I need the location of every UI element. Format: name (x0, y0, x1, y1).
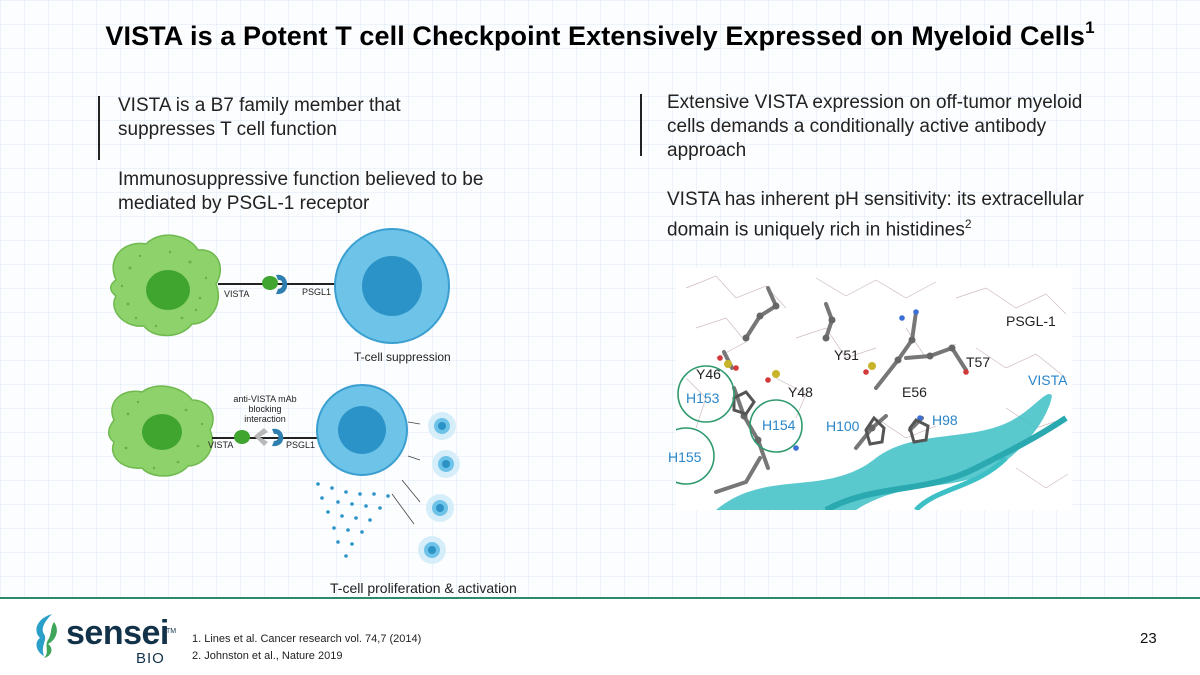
left-para-1: VISTA is a B7 family member that suppres… (118, 95, 401, 140)
mab-label-line-2: blocking (248, 404, 282, 414)
right-para-2: VISTA has inherent pH sensitivity: its e… (667, 188, 1107, 242)
psgl1-label-bottom: PSGL1 (286, 440, 316, 450)
slide-title-sup: 1 (1085, 18, 1095, 37)
vista-structure-label: VISTA (1028, 372, 1068, 388)
left-divider (98, 96, 100, 160)
y46-label: Y46 (696, 366, 721, 382)
e56-label: E56 (902, 384, 927, 400)
footer-background (0, 599, 1200, 675)
y51-label: Y51 (834, 347, 859, 363)
right-divider (640, 94, 642, 156)
psgl1-label-top: PSGL1 (302, 287, 332, 297)
slide-title: VISTA is a Potent T cell Checkpoint Exte… (0, 18, 1200, 52)
vista-label-bottom: VISTA (208, 440, 234, 450)
structure-panel (676, 268, 1072, 510)
right-para-1: Extensive VISTA expression on off-tumor … (667, 92, 1083, 161)
page-number: 23 (1140, 630, 1157, 647)
right-para-2-text: VISTA has inherent pH sensitivity: its e… (667, 189, 1084, 241)
brand-sub: BIO (136, 650, 165, 667)
suppression-diagram (110, 228, 450, 344)
brand-name: sensei (66, 614, 169, 652)
t57-label: T57 (966, 354, 991, 370)
footer-divider (0, 597, 1200, 599)
h155-label: H155 (668, 449, 702, 465)
mab-label-line-3: interaction (244, 414, 286, 424)
activation-caption: T-cell proliferation & activation (330, 580, 517, 596)
h153-label: H153 (686, 390, 720, 406)
slide-title-text: VISTA is a Potent T cell Checkpoint Exte… (105, 21, 1086, 51)
h100-label: H100 (826, 418, 860, 434)
anti-vista-mab-label: anti-VISTA mAb blocking interaction (230, 394, 300, 424)
y48-label: Y48 (788, 384, 813, 400)
psgl1-structure-label: PSGL-1 (1006, 313, 1056, 329)
left-para-2: Immunosuppressive function believed to b… (118, 169, 484, 214)
reference-1: 1. Lines et al. Cancer research vol. 74,… (192, 633, 422, 645)
h154-label: H154 (762, 417, 796, 433)
structure-image (676, 275, 1069, 510)
vista-label-top: VISTA (224, 289, 250, 299)
suppression-caption: T-cell suppression (354, 350, 451, 364)
mab-label-line-1: anti-VISTA mAb (233, 394, 297, 404)
activation-diagram (108, 384, 460, 564)
brand-trademark: TM (166, 628, 177, 635)
reference-2: 2. Johnston et al., Nature 2019 (192, 650, 343, 662)
h98-label: H98 (932, 412, 958, 428)
right-para-2-sup: 2 (964, 217, 972, 231)
sensei-logo-icon (36, 614, 57, 658)
